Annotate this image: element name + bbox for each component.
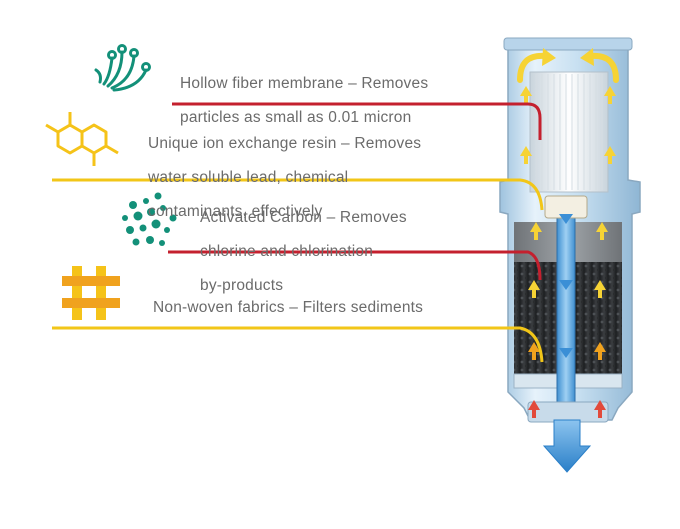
carbon-label: Activated Carbon – Removes chlorine and … bbox=[200, 192, 407, 311]
leader-line-non-woven bbox=[52, 326, 544, 363]
hollow-fiber-label-line1: Hollow fiber membrane – Removes bbox=[180, 75, 429, 92]
downward-flow-arrows bbox=[559, 214, 573, 358]
carbon-label-line2: chlorine and chlorination bbox=[200, 243, 374, 260]
top-flow-arrows bbox=[517, 52, 619, 83]
hollow-fiber-layer bbox=[529, 71, 609, 193]
leader-lines bbox=[52, 102, 544, 363]
non-woven-label: Non-woven fabrics – Filters sediments bbox=[153, 282, 423, 333]
ion-resin-label: Unique ion exchange resin – Removes wate… bbox=[148, 118, 421, 237]
leader-line-hollow-fiber bbox=[172, 102, 542, 140]
leader-line-carbon bbox=[168, 250, 542, 281]
bottom-nozzle bbox=[527, 401, 609, 423]
hollow-fiber-label: Hollow fiber membrane – Removes particle… bbox=[180, 58, 428, 143]
hollow-fiber-icon bbox=[94, 44, 151, 92]
leader-line-ion-resin bbox=[52, 178, 544, 211]
carbon-label-line1: Activated Carbon – Removes bbox=[200, 209, 407, 226]
hash-grid-icon bbox=[62, 266, 120, 320]
outlet-arrow bbox=[542, 419, 592, 473]
upward-flow-arrows bbox=[520, 86, 616, 418]
center-tube bbox=[556, 195, 576, 407]
carbon-dots-icon bbox=[122, 192, 177, 246]
ion-resin-label-line2: water soluble lead, chemical bbox=[148, 169, 349, 186]
carbon-label-line3: by-products bbox=[200, 277, 284, 294]
cartridge-top-cap bbox=[503, 37, 633, 51]
molecule-icon bbox=[45, 112, 119, 166]
non-woven-label-line1: Non-woven fabrics – Filters sediments bbox=[153, 299, 424, 316]
hollow-fiber-label-line2: particles as small as 0.01 micron bbox=[180, 109, 412, 126]
ion-resin-label-line3: contaminants, effectively bbox=[148, 203, 323, 220]
ion-resin-label-line1: Unique ion exchange resin – Removes bbox=[148, 135, 422, 152]
